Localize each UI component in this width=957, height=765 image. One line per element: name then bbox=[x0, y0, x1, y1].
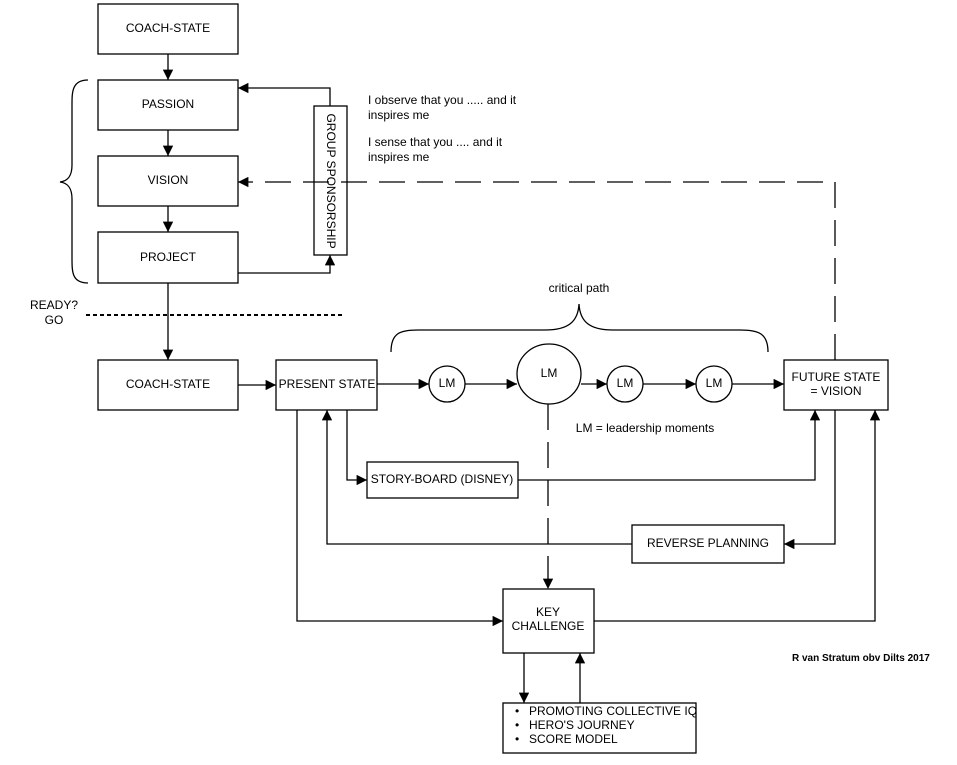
project-label: PROJECT bbox=[140, 250, 197, 264]
arrow-project-to-sponsorship bbox=[238, 254, 336, 274]
key-challenge-label-line2: CHALLENGE bbox=[512, 619, 585, 633]
model-item-2: HERO'S JOURNEY bbox=[529, 718, 635, 732]
present-state-label: PRESENT STATE bbox=[279, 377, 376, 391]
model-bullet-2: • bbox=[515, 718, 519, 732]
arrow-reverse-to-present bbox=[321, 410, 632, 545]
passion-box bbox=[97, 79, 239, 131]
critical-path-label: critical path bbox=[549, 281, 610, 295]
arrow-present-to-key-challenge bbox=[296, 410, 503, 627]
storyboard-label: STORY-BOARD (DISNEY) bbox=[371, 472, 513, 486]
model-item-1: PROMOTING COLLECTIVE IQ bbox=[529, 704, 697, 718]
coach-state-bottom-label: COACH-STATE bbox=[126, 377, 210, 391]
coach-state-top-label: COACH-STATE bbox=[126, 21, 210, 35]
lm-label-3: LM bbox=[617, 376, 634, 390]
observe-note-line1: I observe that you ..... and it bbox=[368, 93, 517, 107]
passion-label: PASSION bbox=[142, 97, 194, 111]
arrow-present-to-storyboard bbox=[346, 410, 367, 486]
arrow-key-challenge-to-future bbox=[594, 410, 881, 622]
lm-legend: LM = leadership moments bbox=[576, 421, 714, 435]
arrow-sponsorship-to-passion bbox=[238, 82, 331, 106]
arrow-storyboard-to-future bbox=[518, 410, 821, 481]
future-state-label-line2: = VISION bbox=[810, 384, 861, 398]
sense-note-line2: inspires me bbox=[368, 150, 430, 164]
future-state-box bbox=[783, 359, 889, 411]
dashed-future-to-vision bbox=[238, 176, 836, 360]
lm-label-2: LM bbox=[541, 366, 558, 380]
model-item-3: SCORE MODEL bbox=[529, 732, 618, 746]
models-box bbox=[502, 702, 697, 754]
arrow-future-to-reverse bbox=[784, 410, 836, 550]
reverse-planning-box bbox=[631, 524, 785, 564]
present-state-box bbox=[275, 359, 378, 411]
lm-label-1: LM bbox=[439, 376, 456, 390]
vision-label: VISION bbox=[148, 173, 189, 187]
reverse-planning-label: REVERSE PLANNING bbox=[647, 536, 769, 550]
ready-label: READY? bbox=[30, 298, 78, 312]
lm-circle-2 bbox=[516, 343, 582, 405]
critical-path-brace bbox=[390, 303, 769, 353]
left-brace bbox=[59, 79, 89, 284]
key-challenge-label-line1: KEY bbox=[536, 605, 560, 619]
observe-note-line2: inspires me bbox=[368, 108, 430, 122]
lm-label-4: LM bbox=[706, 376, 723, 390]
sense-note-line1: I sense that you .... and it bbox=[368, 135, 503, 149]
group-sponsorship-label: GROUP SPONSORSHIP bbox=[324, 113, 338, 248]
storyboard-box bbox=[366, 461, 519, 499]
go-label: GO bbox=[45, 313, 64, 327]
coach-state-bottom-box bbox=[97, 359, 239, 411]
future-state-label-line1: FUTURE STATE bbox=[792, 370, 881, 384]
credit-label: R van Stratum obv Dilts 2017 bbox=[792, 653, 930, 664]
coach-state-top-box bbox=[97, 3, 239, 55]
project-box bbox=[97, 231, 239, 284]
model-bullet-3: • bbox=[515, 732, 519, 746]
model-bullet-1: • bbox=[515, 704, 519, 718]
